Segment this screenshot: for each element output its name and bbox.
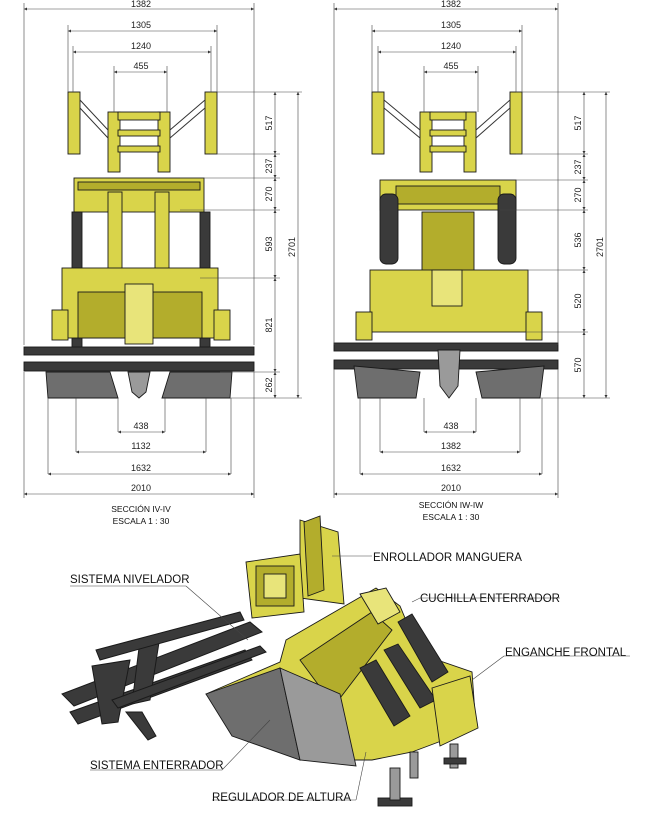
- left-section-title: SECCIÓN IV-IV: [111, 504, 171, 514]
- leveling-frame: [61, 611, 267, 741]
- dim-text: 1382: [441, 0, 461, 9]
- dim-text: 270: [264, 186, 274, 201]
- dim-text: 517: [264, 115, 274, 130]
- right-bottom-dimensions: 438 1382 1632 2010: [333, 369, 559, 498]
- dim-text: 2701: [287, 237, 297, 257]
- dim-text: 2010: [131, 483, 151, 493]
- left-top-dimensions: 1382 1305 1240 455: [23, 0, 255, 345]
- isometric-view: ENROLLADOR MANGUERA SISTEMA NIVELADOR CU…: [61, 515, 630, 807]
- hose-reel: [245, 515, 345, 619]
- left-section-view: 1382 1305 1240 455 517 237 270 593 821 2…: [23, 0, 302, 526]
- dim-text: 438: [133, 421, 148, 431]
- dim-text: 520: [573, 293, 583, 308]
- dim-text: 593: [264, 236, 274, 251]
- dim-text: 821: [264, 317, 274, 332]
- right-section-view: 1382 1305 1240 455 517 237 270 536 520 5…: [333, 0, 610, 522]
- right-right-dimensions: 517 237 270 536 520 570 2701: [500, 91, 610, 399]
- dim-text: 1632: [441, 463, 461, 473]
- label-enganche-frontal: ENGANCHE FRONTAL: [505, 647, 627, 659]
- dim-text: 517: [573, 115, 583, 130]
- right-machine-drawing: [333, 91, 559, 399]
- dim-text: 1132: [131, 441, 150, 451]
- dim-text: 1382: [131, 0, 151, 9]
- dim-text: 237: [573, 159, 583, 174]
- dim-text: 570: [573, 357, 583, 372]
- right-top-dimensions: 1382 1305 1240 455: [333, 0, 559, 345]
- dim-text: 2010: [441, 483, 461, 493]
- left-bottom-dimensions: 438 1132 1632 2010: [23, 372, 255, 498]
- label-cuchilla-enterrador: CUCHILLA ENTERRADOR: [420, 593, 560, 605]
- left-right-dimensions: 517 237 270 593 821 262 2701: [180, 91, 302, 399]
- dim-text: 2701: [595, 237, 605, 257]
- dim-text: 262: [264, 377, 274, 392]
- dim-text: 1240: [131, 41, 151, 51]
- iso-machine-drawing: [61, 515, 479, 807]
- dim-text: 270: [573, 187, 583, 202]
- dim-text: 438: [443, 421, 458, 431]
- dim-text: 1305: [131, 20, 151, 30]
- dim-text: 536: [573, 232, 583, 247]
- dim-text: 1382: [441, 441, 461, 451]
- left-scale-label: ESCALA 1 : 30: [113, 516, 170, 526]
- dim-text: 455: [443, 61, 458, 71]
- dim-text: 455: [133, 61, 148, 71]
- left-machine-drawing: [23, 91, 255, 399]
- right-scale-label: ESCALA 1 : 30: [423, 512, 480, 522]
- dim-text: 237: [264, 158, 274, 173]
- dim-text: 1632: [131, 463, 151, 473]
- dim-text: 1305: [441, 20, 461, 30]
- dim-text: 1240: [441, 41, 461, 51]
- label-sistema-nivelador: SISTEMA NIVELADOR: [70, 574, 190, 586]
- label-regulador-altura: REGULADOR DE ALTURA: [212, 792, 351, 804]
- right-section-title: SECCIÓN IW-IW: [419, 500, 484, 510]
- label-sistema-enterrador: SISTEMA ENTERRADOR: [90, 760, 224, 772]
- label-enrollador-manguera: ENROLLADOR MANGUERA: [373, 552, 522, 564]
